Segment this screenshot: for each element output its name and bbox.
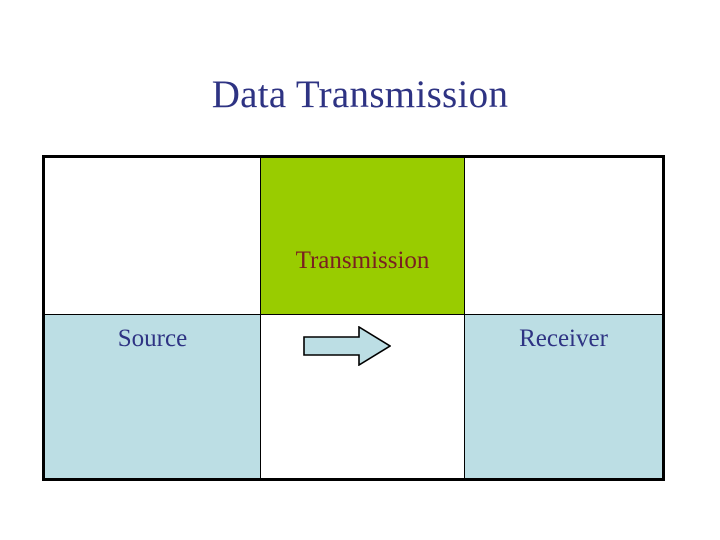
cell-arrow [261, 315, 465, 478]
source-label: Source [117, 325, 188, 352]
receiver-label: Receiver [519, 325, 608, 352]
right-arrow-glyph [303, 326, 391, 366]
diagram-grid: Transmission Source Receiver [45, 158, 662, 478]
data-transmission-diagram: Transmission Source Receiver [42, 155, 665, 481]
right-arrow-icon [303, 326, 391, 366]
cell-source[interactable]: Source [45, 315, 261, 478]
cell-transmission[interactable]: Transmission [261, 158, 465, 315]
page-title: Data Transmission [211, 73, 509, 116]
cell-receiver[interactable]: Receiver [465, 315, 662, 478]
cell-top-left-empty [45, 158, 261, 315]
transmission-label: Transmission [295, 247, 430, 274]
cell-top-right-empty [465, 158, 662, 315]
